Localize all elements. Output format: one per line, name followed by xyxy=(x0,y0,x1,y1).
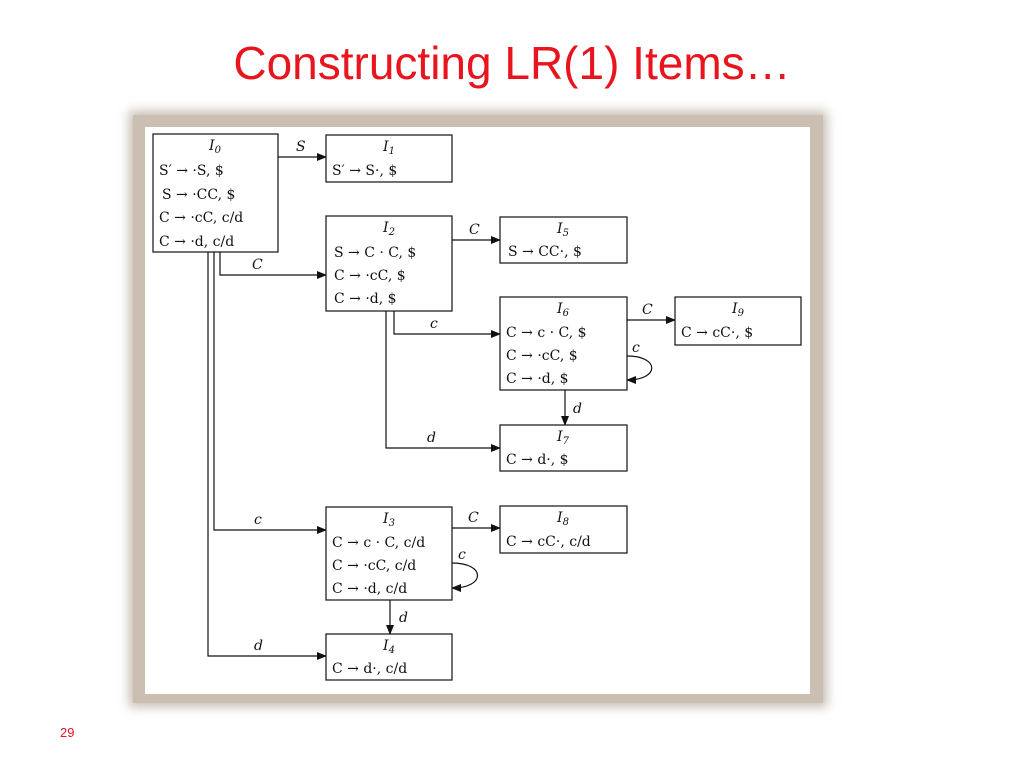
item-line: C → c · C, c/d xyxy=(332,535,425,551)
item-line: C → ·d, c/d xyxy=(332,581,407,597)
edge-label-I3-I8: C xyxy=(468,510,479,526)
edge-label-I2-I7: d xyxy=(427,430,436,446)
edge-label-I0-I3: c xyxy=(254,512,262,528)
edge-I0-I4 xyxy=(207,252,327,660)
item-line: S′ → ·S, $ xyxy=(159,163,224,179)
edge-label-I6-I9: C xyxy=(642,302,653,318)
state-I0: I0 S′ → ·S, $ S → ·CC, $ C → ·cC, c/d C … xyxy=(152,133,279,253)
edge-label-I3-I4: d xyxy=(399,610,408,626)
svg-text:I5: I5 xyxy=(556,221,569,239)
item-line: C → d·, c/d xyxy=(332,661,407,677)
edge-label-I0-I1: S xyxy=(296,139,306,155)
item-line: C → ·cC, c/d xyxy=(159,210,243,226)
svg-text:I7: I7 xyxy=(556,429,570,447)
loop-I6 xyxy=(626,355,653,384)
svg-text:I0: I0 xyxy=(208,138,222,156)
edge-label-I2-I5: C xyxy=(469,222,480,238)
loop-label-I6: c xyxy=(632,340,640,356)
item-line: C → c · C, $ xyxy=(506,325,587,341)
item-line: C → cC·, c/d xyxy=(506,534,591,550)
item-line: S → ·CC, $ xyxy=(162,187,235,203)
state-I3: I3 C → c · C, c/d C → ·cC, c/d C → ·d, c… xyxy=(325,506,453,601)
item-line: C → ·d, c/d xyxy=(159,234,234,250)
state-I1: I1 S′ → S·, $ xyxy=(325,134,453,183)
item-line: S → CC·, $ xyxy=(508,244,582,260)
item-line: C → ·cC, $ xyxy=(334,268,406,284)
item-line: S′ → S·, $ xyxy=(332,163,397,179)
edge-I0-I2 xyxy=(219,252,327,279)
loop-label-I3: c xyxy=(458,547,466,563)
svg-text:I9: I9 xyxy=(731,301,745,319)
item-line: C → cC·, $ xyxy=(681,325,753,341)
svg-text:I2: I2 xyxy=(382,220,395,238)
item-line: C → d·, $ xyxy=(506,452,569,468)
edge-label-I2-I6: c xyxy=(430,316,438,332)
svg-text:I6: I6 xyxy=(556,301,570,319)
item-line: C → ·cC, $ xyxy=(506,348,578,364)
edge-label-I0-I2: C xyxy=(252,257,263,273)
edge-I0-I3 xyxy=(213,252,327,534)
item-line: C → ·d, $ xyxy=(334,291,397,307)
item-line: S → C · C, $ xyxy=(334,245,416,261)
item-line: C → ·cC, c/d xyxy=(332,558,416,574)
loop-I3 xyxy=(451,562,479,592)
edge-I2-I7 xyxy=(385,311,501,452)
edge-label-I0-I4: d xyxy=(254,638,263,654)
edge-label-I6-I7: d xyxy=(573,401,582,417)
slide-title: Constructing LR(1) Items… xyxy=(233,37,791,89)
svg-text:I1: I1 xyxy=(382,139,395,157)
edge-I2-I6 xyxy=(393,311,501,338)
state-I6: I6 C → c · C, $ C → ·cC, $ C → ·d, $ xyxy=(499,296,628,391)
state-I9: I9 C → cC·, $ xyxy=(674,296,802,346)
svg-text:I3: I3 xyxy=(382,511,395,529)
svg-text:I8: I8 xyxy=(556,510,569,528)
state-I5: I5 S → CC·, $ xyxy=(499,216,628,264)
state-I7: I7 C → d·, $ xyxy=(499,424,628,472)
state-I4: I4 C → d·, c/d xyxy=(325,633,453,681)
state-I8: I8 C → cC·, c/d xyxy=(499,505,628,554)
slide-number: 29 xyxy=(60,725,75,740)
svg-text:I4: I4 xyxy=(382,638,395,656)
state-I2: I2 S → C · C, $ C → ·cC, $ C → ·d, $ xyxy=(325,215,453,312)
item-line: C → ·d, $ xyxy=(506,371,569,387)
